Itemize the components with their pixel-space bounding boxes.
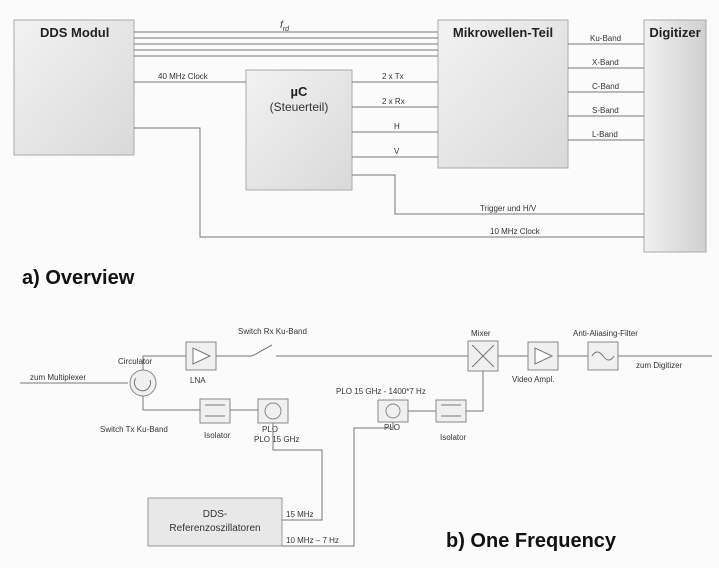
plo-left-sub: PLO 15 GHz bbox=[254, 435, 299, 444]
dds-module-block bbox=[13, 19, 135, 156]
clock40-label: 40 MHz Clock bbox=[158, 72, 209, 81]
uc-block bbox=[245, 69, 353, 191]
circulator-icon bbox=[129, 369, 157, 397]
dds-ref-label-2: Referenzoszillatoren bbox=[169, 523, 260, 534]
uc-subtitle: (Steuerteil) bbox=[270, 100, 329, 114]
video-ampl-label: Video Ampl. bbox=[512, 375, 555, 384]
microwave-label: Mikrowellen-Teil bbox=[453, 25, 553, 40]
caption-overview: a) Overview bbox=[22, 267, 135, 289]
clock10-label: 10 MHz Clock bbox=[490, 227, 541, 236]
circulator-label: Circulator bbox=[118, 357, 153, 366]
plo-right-icon bbox=[377, 399, 409, 423]
zum-multiplexer-label: zum Multiplexer bbox=[30, 373, 86, 382]
aa-filter-label: Anti-Aliasing-Filter bbox=[573, 329, 638, 338]
switch-tx-label: Switch Tx Ku-Band bbox=[100, 425, 168, 434]
rx-label: 2 x Rx bbox=[382, 97, 405, 106]
band-c: C-Band bbox=[592, 82, 619, 91]
isolator1-icon bbox=[199, 398, 231, 424]
switch-rx-icon bbox=[251, 344, 273, 357]
lna-label: LNA bbox=[190, 376, 206, 385]
switch-rx-label: Switch Rx Ku-Band bbox=[238, 327, 307, 336]
trigger-label: Trigger und H/V bbox=[480, 204, 537, 213]
mixer-label: Mixer bbox=[471, 329, 491, 338]
dds-ref-block bbox=[147, 497, 283, 547]
microwave-block bbox=[437, 19, 569, 169]
plo-left-label: PLO bbox=[262, 425, 278, 434]
mhz10-label: 10 MHz – 7 Hz bbox=[286, 536, 339, 545]
isolator1-label: Isolator bbox=[204, 431, 231, 440]
dds-module-label: DDS Modul bbox=[40, 25, 109, 40]
freq-label: frd bbox=[280, 20, 290, 33]
uc-title: µC bbox=[291, 84, 308, 99]
band-l: L-Band bbox=[592, 130, 618, 139]
isolator2-icon bbox=[435, 399, 467, 423]
zum-digitizer-label: zum Digitizer bbox=[636, 361, 683, 370]
digitizer-label: Digitizer bbox=[649, 25, 700, 40]
plo-right-title: PLO 15 GHz - 1400*7 Hz bbox=[336, 387, 426, 396]
mhz15-label: 15 MHz bbox=[286, 510, 314, 519]
digitizer-block bbox=[643, 19, 707, 253]
caption-one-frequency: b) One Frequency bbox=[446, 530, 617, 552]
dds-ref-label-1: DDS- bbox=[203, 509, 227, 520]
v-label: V bbox=[394, 147, 400, 156]
isolator2-label: Isolator bbox=[440, 433, 467, 442]
band-ku: Ku-Band bbox=[590, 34, 621, 43]
band-s: S-Band bbox=[592, 106, 619, 115]
h-label: H bbox=[394, 122, 400, 131]
tx-label: 2 x Tx bbox=[382, 72, 404, 81]
band-x: X-Band bbox=[592, 58, 619, 67]
